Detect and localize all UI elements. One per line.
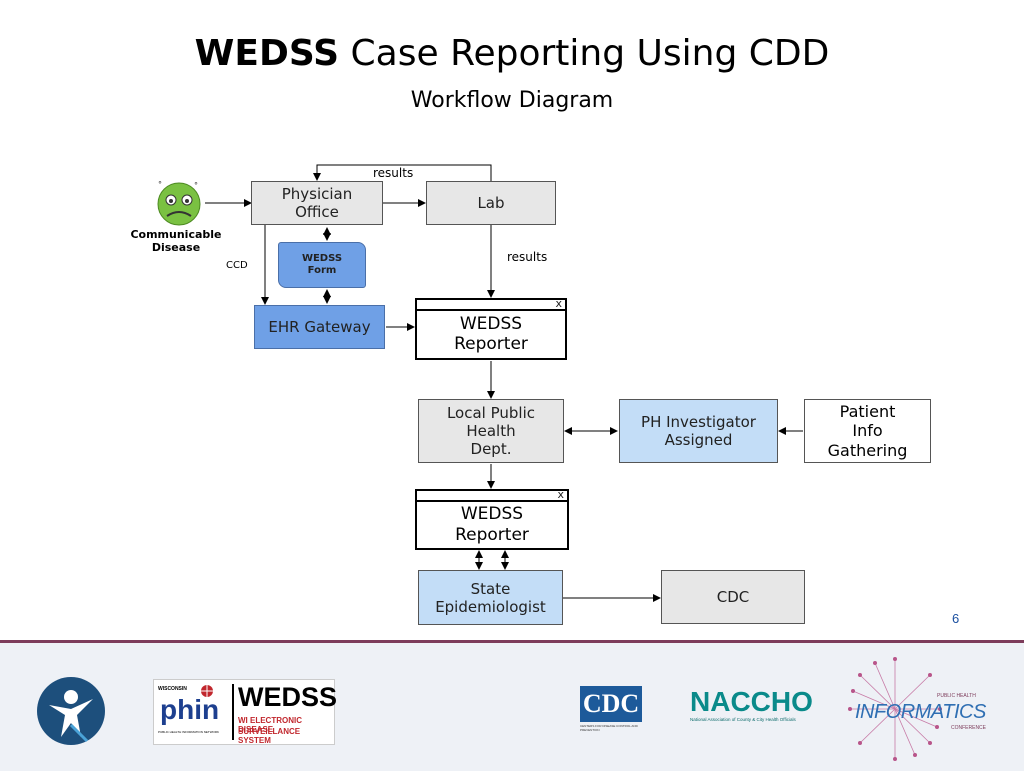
footer-bar: WISCONSIN phin PUBLIC HEALTH INFORMATION… [0, 640, 1024, 771]
network-graphic-icon [848, 657, 942, 761]
ccd-label: CCD [226, 260, 248, 271]
ph-investigator-line-1: PH Investigator [641, 413, 756, 431]
results-right-label: results [507, 250, 548, 264]
svg-text:°: ° [194, 181, 198, 190]
disease-label: Communicable Disease [120, 228, 232, 254]
state-epi-line-2: Epidemiologist [435, 597, 546, 616]
wisconsin-dhs-logo-icon [37, 677, 105, 745]
reporter-1-line-2: Reporter [454, 334, 528, 354]
phin-wedss-logo: WISCONSIN phin PUBLIC HEALTH INFORMATION… [153, 679, 338, 745]
patient-info-line-2: Info [852, 421, 883, 441]
cdc-logo-text: CDC [580, 686, 642, 722]
page-number: 6 [952, 611, 960, 626]
slide-subtitle: Workflow Diagram [410, 88, 614, 113]
naccho-logo: NACCHO National Association of County & … [690, 686, 813, 727]
wedss-form-line-1: WEDSS [301, 253, 343, 264]
informatics-top-text: PUBLIC HEALTH [937, 693, 976, 699]
ehr-gateway-box: EHR Gateway [254, 305, 385, 349]
slide-title: WEDSS Case Reporting Using CDD [0, 33, 1024, 74]
cdc-box: CDC [661, 570, 805, 624]
informatics-bottom-text: CONFERENCE [951, 725, 987, 731]
results-top-label: results [373, 166, 414, 180]
physician-office-line-2: Office [295, 203, 339, 221]
wedss-logo-sub-2: SURVEILLANCE SYSTEM [238, 727, 301, 745]
phin-text: phin [160, 694, 220, 725]
lab-box: Lab [426, 181, 556, 225]
cdc-logo-subtitle: CENTERS FOR DISEASE CONTROL AND PREVENTI… [580, 724, 638, 732]
physician-office-line-1: Physician [281, 185, 353, 203]
reporter-2-line-2: Reporter [455, 524, 529, 545]
disease-label-line-1: Communicable [130, 228, 222, 241]
phin-logo: WISCONSIN phin PUBLIC HEALTH INFORMATION… [156, 684, 230, 740]
close-icon: x [555, 297, 562, 310]
informatics-main-text: INFORMATICS [855, 701, 986, 723]
reporter-1-line-1: WEDSS [459, 313, 523, 334]
cdc-logo: CDC CENTERS FOR DISEASE CONTROL AND PREV… [580, 686, 642, 732]
disease-label-line-2: Disease [151, 241, 201, 254]
globe-icon [201, 685, 213, 697]
phin-subtitle: PUBLIC HEALTH INFORMATION NETWORK [158, 730, 220, 734]
svg-text:°: ° [158, 180, 162, 189]
local-health-line-1: Local Public [446, 404, 536, 422]
reporter-2-line-1: WEDSS [460, 504, 524, 525]
patient-info-line-3: Gathering [827, 440, 908, 460]
title-rest: Case Reporting Using CDD [339, 33, 830, 74]
reporter-title-bar [417, 300, 565, 311]
naccho-logo-text: NACCHO [690, 686, 813, 717]
wedss-logo-sub-1: WI ELECTRONIC DISEASE [238, 716, 302, 734]
patient-info-line-1: Patient [839, 402, 896, 422]
title-bold: WEDSS [194, 33, 340, 74]
local-health-line-2: Health [466, 422, 516, 440]
workflow-connectors [205, 164, 803, 602]
informatics-conference-logo: PUBLIC HEALTH INFORMATICS CONFERENCE [845, 655, 990, 763]
phin-wisconsin-text: WISCONSIN [158, 686, 187, 692]
naccho-logo-subtitle: National Association of County & City He… [690, 717, 796, 722]
ph-investigator-line-2: Assigned [664, 431, 733, 449]
reporter-title-bar [417, 491, 567, 502]
logo-divider [232, 684, 234, 740]
wedss-logo-text: WEDSS [238, 682, 338, 712]
state-epi-line-1: State [470, 579, 511, 598]
wedss-form-line-2: Form [307, 265, 337, 276]
local-health-line-3: Dept. [470, 440, 512, 458]
sick-face-icon: ° ° [157, 180, 201, 226]
close-icon: x [557, 488, 564, 501]
